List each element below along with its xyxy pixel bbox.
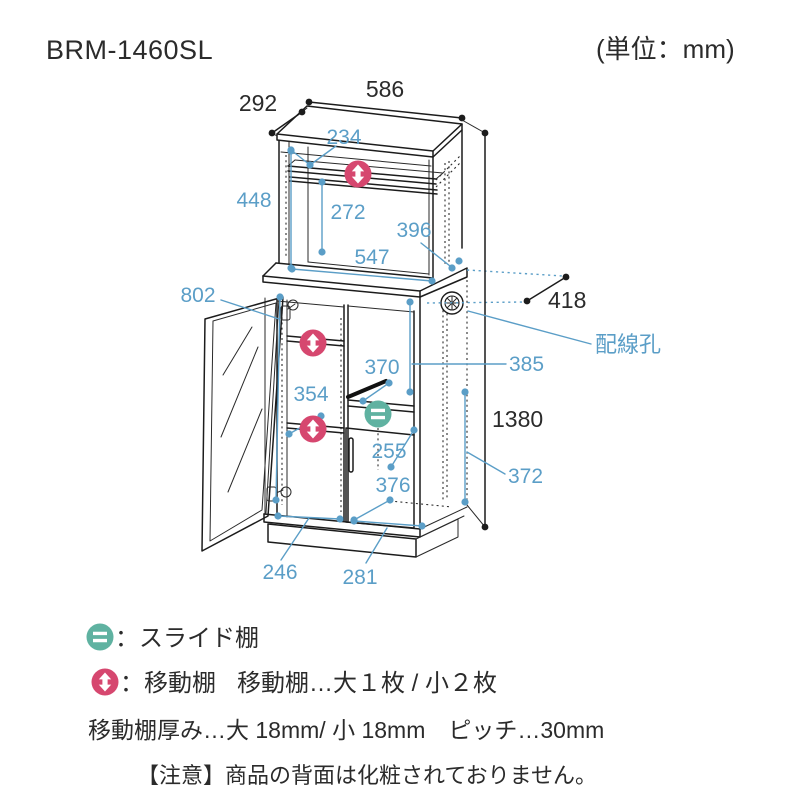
dim-bottom-inner-width: 376 — [350, 474, 411, 524]
svg-text:272: 272 — [330, 201, 365, 224]
hinge-icon — [280, 299, 299, 321]
svg-text:376: 376 — [375, 474, 410, 497]
dim-center-door-width: 281 — [342, 517, 426, 589]
dim-left-door-width: 246 — [262, 512, 344, 584]
dim-top-depth: 292 — [239, 90, 308, 137]
legend-movable-shelf-label: ：移動棚 — [120, 670, 216, 697]
slide-shelf-icon — [86, 623, 114, 651]
unit-note: (単位：mm) — [596, 34, 735, 64]
dim-upper-inner-width: 547 — [288, 246, 436, 285]
dim-top-depth-value: 292 — [239, 90, 277, 116]
movable-shelf-icon — [344, 160, 372, 188]
svg-text:547: 547 — [354, 246, 389, 269]
dim-upper-right-height: 396 — [396, 219, 463, 272]
dim-slide-shelf-width: 370 — [359, 356, 400, 405]
legend-slide-shelf-label: ：スライド棚 — [115, 625, 259, 652]
dim-top-width-value: 586 — [366, 76, 404, 102]
legend-thickness-note: 移動棚厚み…大 18mm/ 小 18mm ピッチ…30mm — [88, 717, 604, 743]
movable-shelf-icon — [299, 415, 327, 443]
svg-text:354: 354 — [293, 383, 328, 406]
dim-top-width: 586 — [305, 76, 466, 122]
svg-text:385: 385 — [509, 353, 544, 376]
dim-total-height: 1380 — [461, 119, 543, 531]
dim-bottom-depth-value: 418 — [548, 287, 586, 313]
dim-bottom-depth: 418 — [426, 269, 586, 313]
svg-text:448: 448 — [236, 189, 271, 212]
legend-caution-note: 【注意】商品の背面は化粧されておりません。 — [137, 763, 597, 788]
svg-text:372: 372 — [508, 465, 543, 488]
legend: ：スライド棚 ：移動棚 移動棚…大１枚 / 小２枚 移動棚厚み…大 18mm/ … — [86, 623, 604, 788]
wiring-hole-callout: 配線孔 — [467, 310, 661, 357]
svg-text:281: 281 — [342, 566, 377, 589]
svg-text:396: 396 — [396, 219, 431, 242]
movable-shelf-icon — [91, 668, 119, 696]
legend-movable-shelf-detail: 移動棚…大１枚 / 小２枚 — [237, 670, 497, 697]
svg-text:370: 370 — [364, 356, 399, 379]
svg-text:246: 246 — [262, 561, 297, 584]
dim-under-slide-height: 255 — [371, 426, 418, 471]
svg-text:234: 234 — [326, 126, 361, 149]
movable-shelf-icon — [299, 329, 327, 357]
cabinet-drawing — [201, 105, 468, 558]
svg-text:255: 255 — [371, 440, 406, 463]
dim-upper-left-height: 448 — [236, 147, 295, 272]
dim-upper-opening-height: 272 — [318, 178, 366, 256]
dim-lower-right-height: 372 — [461, 388, 543, 506]
dim-niche-height: 385 — [406, 298, 544, 396]
wiring-hole-label: 配線孔 — [595, 332, 661, 357]
svg-text:802: 802 — [180, 284, 215, 307]
slide-shelf-icon — [364, 400, 392, 428]
model-number: BRM-1460SL — [46, 35, 213, 65]
dim-glass-door-height: 802 — [180, 284, 284, 504]
dim-total-height-value: 1380 — [492, 406, 543, 432]
